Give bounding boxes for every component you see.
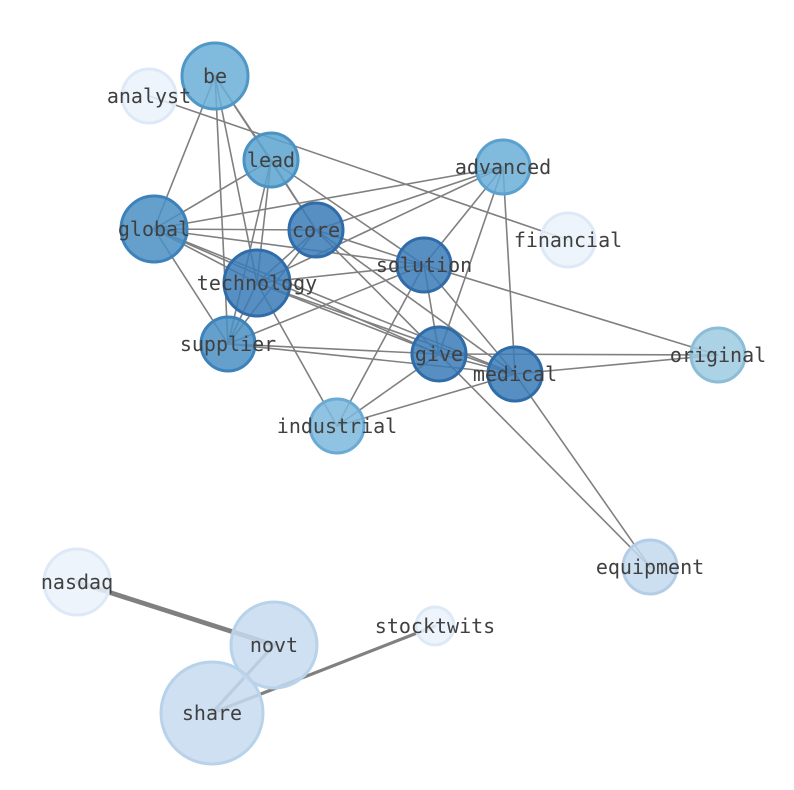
node-stocktwits [414, 605, 456, 647]
node-label-supplier: supplier [180, 332, 276, 356]
node-label-nasdaq: nasdaq [41, 570, 113, 594]
node-nasdaq [42, 547, 112, 617]
label-layer: be analyst lead advanced financial global core… [41, 64, 766, 725]
edge-medical-industrial [336, 373, 516, 427]
edge-advanced-core [315, 166, 504, 231]
node-medical [486, 345, 544, 403]
edge-advanced-give [438, 166, 504, 355]
node-advanced [474, 138, 532, 196]
node-label-solution: solution [376, 253, 472, 277]
node-financial [539, 211, 597, 269]
node-solution [395, 236, 453, 294]
edge-supplier-medical [227, 343, 516, 375]
node-core [287, 201, 345, 259]
node-label-industrial: industrial [277, 414, 397, 438]
node-label-financial: financial [514, 228, 622, 252]
node-label-global: global [118, 217, 190, 241]
node-label-be: be [203, 64, 227, 88]
edge-solution-industrial [336, 264, 425, 427]
edge-analyst-financial [148, 95, 569, 241]
node-label-medical: medical [473, 362, 557, 386]
node-label-lead: lead [247, 148, 295, 172]
node-analyst [120, 67, 178, 125]
edge-be-supplier [214, 75, 229, 345]
edge-supplier-give [227, 343, 440, 355]
edge-medical-original [514, 354, 719, 375]
node-label-equipment: equipment [596, 555, 704, 579]
edge-solution-supplier [227, 264, 425, 345]
edge-lead-solution [270, 159, 425, 266]
node-technology [222, 248, 292, 318]
node-lead [242, 131, 300, 189]
node-give [410, 325, 468, 383]
node-label-technology: technology [197, 271, 317, 295]
node-novt [229, 600, 319, 690]
node-be [180, 41, 250, 111]
node-global [119, 194, 189, 264]
edge-advanced-medical [502, 166, 516, 375]
edge-give-equipment [438, 353, 651, 568]
node-layer [42, 41, 747, 766]
node-label-share: share [182, 701, 242, 725]
node-label-stocktwits: stocktwits [375, 614, 495, 638]
edge-medical-equipment [514, 373, 651, 568]
edge-global-solution [153, 228, 425, 266]
node-label-original: original [670, 343, 766, 367]
node-share [159, 660, 265, 766]
node-label-core: core [292, 218, 340, 242]
edge-solution-original [423, 264, 719, 356]
edge-give-original [438, 353, 719, 356]
node-label-advanced: advanced [455, 155, 551, 179]
node-label-novt: novt [250, 633, 298, 657]
edge-core-give [315, 229, 440, 355]
edge-advanced-technology [256, 166, 504, 284]
node-label-analyst: analyst [107, 84, 191, 108]
node-equipment [621, 538, 679, 596]
node-label-give: give [415, 342, 463, 366]
edge-core-medical [315, 229, 516, 375]
edge-technology-medical [256, 282, 516, 375]
edge-advanced-global [153, 166, 504, 230]
node-supplier [199, 315, 257, 373]
node-original [689, 326, 747, 384]
node-industrial [308, 397, 366, 455]
edge-global-give [153, 228, 440, 355]
